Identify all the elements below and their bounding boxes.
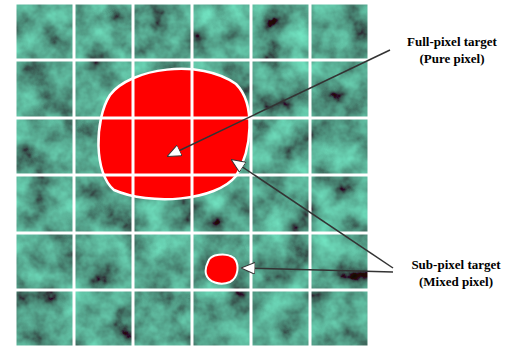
pixel-grid-lines: [15, 3, 369, 347]
callout-label: (Pure pixel): [418, 51, 485, 67]
callout-label: (Mixed pixel): [418, 274, 494, 290]
target-outline: [98, 69, 249, 199]
leader-lines: [168, 50, 393, 272]
vegetation-texture: [15, 3, 369, 347]
full-pixel-target: [98, 69, 249, 199]
sub-pixel-target: [206, 255, 238, 284]
image-ground: [15, 3, 369, 347]
callout-label: Sub-pixel target: [410, 257, 501, 273]
callout-label: Full-pixel target: [406, 34, 498, 50]
